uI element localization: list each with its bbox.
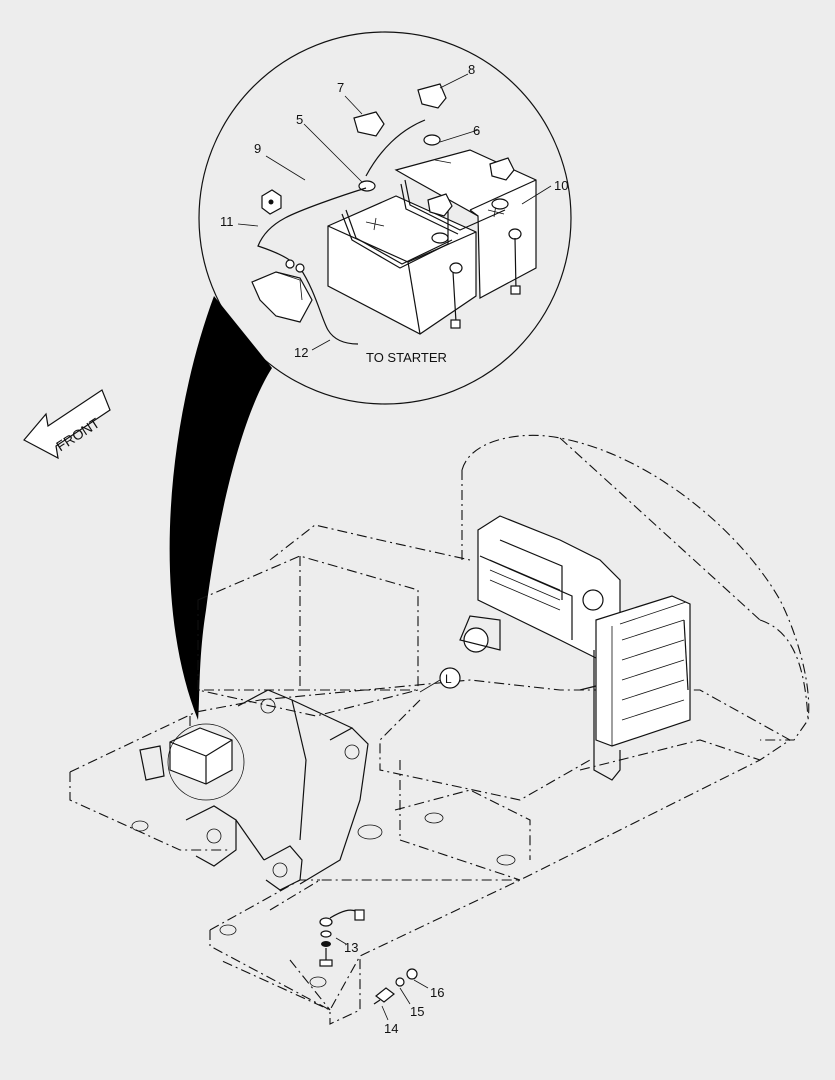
engine-radiator <box>459 515 691 781</box>
front-arrow: FRONT <box>23 389 111 460</box>
callout-14: 14 <box>384 1021 398 1036</box>
detail-leader <box>169 296 272 720</box>
detail-callouts: 7 8 5 6 9 10 11 12 TO STARTER <box>220 62 568 365</box>
callout-9: 9 <box>254 141 261 156</box>
battery-main-view <box>139 723 245 801</box>
machine-frame <box>69 434 810 1025</box>
battery-assembly <box>251 83 537 345</box>
boom-bracket <box>185 689 369 891</box>
callout-5: 5 <box>296 112 303 127</box>
ground-hardware: 13 14 15 16 <box>319 909 444 1036</box>
callout-12: 12 <box>294 345 308 360</box>
view-l-marker: L <box>419 667 461 693</box>
to-starter-label: TO STARTER <box>366 350 447 365</box>
callout-13: 13 <box>344 940 358 955</box>
callout-6: 6 <box>473 123 480 138</box>
view-l-label: L <box>445 672 452 686</box>
callout-8: 8 <box>468 62 475 77</box>
callout-7: 7 <box>337 80 344 95</box>
callout-11: 11 <box>220 214 234 229</box>
callout-10: 10 <box>554 178 568 193</box>
callout-15: 15 <box>410 1004 424 1019</box>
callout-16: 16 <box>430 985 444 1000</box>
